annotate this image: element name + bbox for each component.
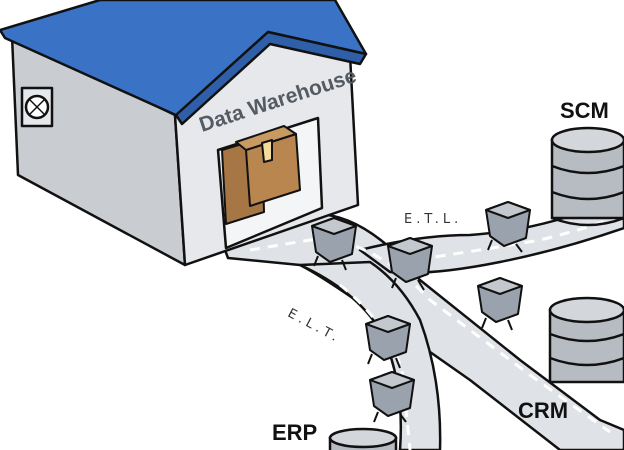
data-cube bbox=[369, 371, 415, 423]
database-erp bbox=[328, 427, 398, 450]
data-cube bbox=[387, 237, 433, 291]
data-cube bbox=[477, 277, 523, 331]
data-cube bbox=[485, 201, 531, 253]
warehouse-roof-ridge bbox=[174, 30, 368, 126]
warehouse-boxes bbox=[221, 125, 301, 225]
source-label-crm: CRM bbox=[518, 398, 569, 423]
source-label-erp: ERP bbox=[272, 420, 318, 445]
data-cube bbox=[365, 315, 411, 369]
etl-label: E.T.L. bbox=[404, 212, 463, 227]
source-label-scm: SCM bbox=[560, 98, 609, 123]
database-scm bbox=[550, 126, 624, 227]
data-cubes bbox=[311, 201, 531, 423]
database-crm bbox=[548, 296, 624, 384]
box-tape bbox=[261, 139, 273, 163]
data-cube bbox=[311, 217, 357, 271]
